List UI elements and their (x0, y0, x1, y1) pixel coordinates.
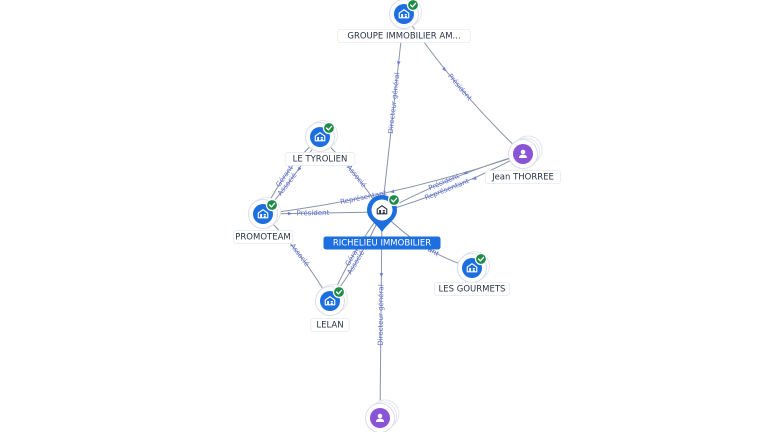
node-label: LELAN (316, 321, 343, 331)
edge-label: Associé (288, 242, 310, 268)
check-badge-icon (322, 121, 336, 135)
edge-promoteam-lelan-associ[interactable]: Associé (262, 213, 331, 302)
edge-arrow (389, 189, 395, 194)
node-label-box (310, 318, 350, 332)
node-label: LE TYROLIEN (293, 155, 348, 165)
node-label: GROUPE IMMOBILIER AM... (347, 32, 460, 42)
node-label-box (434, 282, 510, 296)
check-badge-icon (332, 285, 346, 299)
edge-groupe-richelieu-directeur-g-n-ral[interactable]: Directeur général (381, 13, 405, 213)
node-label-box (323, 236, 441, 250)
building-icon (324, 296, 336, 306)
edge-label: Président (297, 209, 330, 218)
node-label-box (337, 29, 471, 43)
node-gourmets[interactable]: LES GOURMETS (434, 251, 510, 296)
building-icon (466, 263, 478, 273)
check-badge-icon (387, 193, 401, 207)
edge-line[interactable] (381, 153, 524, 213)
check-badge-icon (474, 252, 488, 266)
building-icon (257, 209, 269, 219)
node-label: Jean THORREE (491, 173, 554, 183)
node-jean[interactable]: Jean THORREE (485, 135, 561, 184)
edge-arrow (297, 166, 302, 172)
node-label-box (232, 230, 294, 244)
node-bottom[interactable] (365, 399, 400, 432)
building-icon (376, 205, 388, 215)
focus-pin-inner (371, 199, 393, 221)
edge-label: Directeur général (377, 284, 386, 346)
edge-arrow (287, 211, 293, 216)
node-label: RICHELIEU IMMOBILIER (333, 239, 431, 249)
node-label: LES GOURMETS (439, 285, 506, 295)
node-label: PROMOTEAM (235, 233, 290, 243)
edge-arrow (442, 66, 447, 72)
edge-arrow (396, 61, 401, 66)
node-label-box (485, 170, 561, 184)
person-icon (519, 149, 527, 158)
edge-label: Président (446, 72, 473, 102)
building-icon (398, 9, 410, 19)
edge-label: Associé (345, 164, 368, 190)
node-groupe[interactable]: GROUPE IMMOBILIER AM... (337, 0, 471, 43)
edge-arrow (472, 176, 477, 180)
node-lelan[interactable]: LELAN (310, 284, 350, 332)
person-icon (376, 413, 384, 422)
check-badge-icon (265, 198, 279, 212)
node-promoteam[interactable]: PROMOTEAM (232, 197, 294, 244)
check-badge-icon (406, 0, 420, 12)
edge-label: Directeur général (387, 72, 402, 134)
nodes-layer: GROUPE IMMOBILIER AM... LE TYROLIEN PROMOT… (232, 0, 561, 432)
edge-arrow (379, 273, 384, 278)
node-label-box (284, 152, 356, 166)
edge-line[interactable] (262, 153, 524, 215)
building-icon (314, 132, 326, 142)
node-richelieu[interactable]: RICHELIEU IMMOBILIER (323, 193, 441, 250)
node-tyrolien[interactable]: LE TYROLIEN (284, 120, 356, 166)
